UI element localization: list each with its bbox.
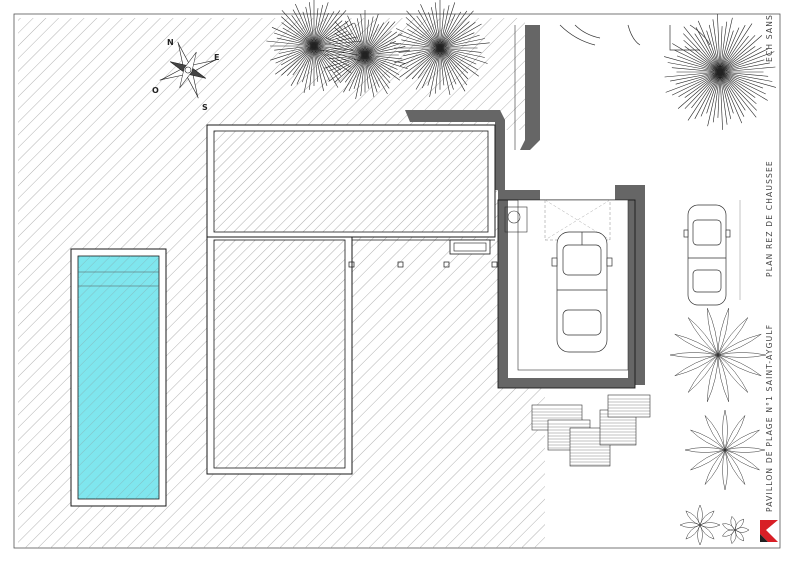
palm-tree-icon: [684, 409, 766, 491]
palm-trees: [669, 308, 767, 546]
palm-tree-icon: [669, 308, 767, 402]
compass-west: O: [152, 86, 159, 95]
compass-north: N: [167, 38, 174, 47]
access-walls: [405, 24, 711, 190]
tree-icon: [320, 10, 410, 100]
palm-tree-icon: [679, 504, 721, 546]
tree-icon: [390, 0, 490, 97]
car-parked: [683, 204, 731, 306]
plan-name-label: PLAN REZ DE CHAUSSEE: [765, 160, 774, 277]
planter-block: [607, 394, 651, 418]
architect-logo-icon: [760, 520, 778, 542]
house-main: [206, 124, 498, 475]
tree-icon: [664, 14, 776, 130]
compass-rose: [159, 41, 217, 99]
stepping-planters: [531, 394, 651, 467]
car-garage: [551, 231, 613, 353]
palm-tree-icon: [722, 515, 750, 545]
swimming-pool: [70, 248, 167, 507]
scale-label: ECH SANS: [765, 13, 774, 62]
project-title-label: PAVILLON DE PLAGE N°1 SAINT-AYGULF: [765, 323, 774, 512]
tree-cluster-top: [266, 0, 776, 130]
compass-south: S: [202, 103, 208, 112]
compass-east: E: [214, 53, 219, 62]
